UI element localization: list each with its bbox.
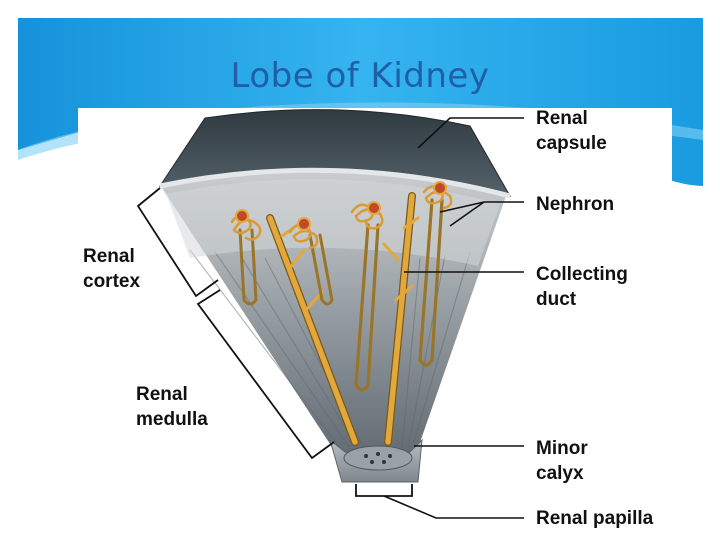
cortex-band — [166, 179, 500, 266]
glomeruli — [235, 181, 447, 231]
nephron-loop-4 — [418, 198, 444, 362]
leader-renal-papilla — [383, 495, 524, 519]
capsule-rim — [159, 167, 511, 199]
nephron-loop-1 — [238, 228, 258, 302]
label-collecting-duct: Collecting duct — [536, 264, 628, 310]
papillary-openings — [364, 452, 392, 464]
brackets — [136, 187, 413, 497]
nephron-loops — [230, 185, 453, 392]
slide-title: Lobe of Kidney — [230, 56, 490, 96]
glomerulus-1 — [235, 209, 249, 223]
label-nephron: Nephron — [536, 194, 615, 215]
nephron-loop-3 — [354, 223, 380, 387]
bracket-renal-papilla — [355, 484, 413, 497]
glomerulus-3 — [367, 201, 381, 215]
bracket-renal-medulla — [196, 289, 335, 460]
bracket-renal-cortex — [136, 187, 219, 298]
glomerulus-2 — [297, 217, 311, 231]
leader-renal-capsule — [417, 117, 524, 149]
label-renal-medulla: Renal medulla — [136, 384, 208, 430]
glomerulus-4 — [433, 181, 447, 195]
collecting-ducts — [266, 192, 420, 446]
label-renal-cortex: Renal cortex — [83, 246, 141, 292]
leader-lines — [383, 117, 524, 519]
renal-papilla-tip — [343, 445, 413, 471]
label-renal-papilla: Renal papilla — [536, 508, 654, 529]
header-band — [18, 18, 703, 186]
label-minor-calyx: Minor calyx — [536, 438, 588, 484]
nephron-loop-2 — [308, 233, 334, 302]
label-renal-capsule: Renal capsule — [536, 108, 607, 154]
leader-nephron-2 — [449, 201, 485, 227]
